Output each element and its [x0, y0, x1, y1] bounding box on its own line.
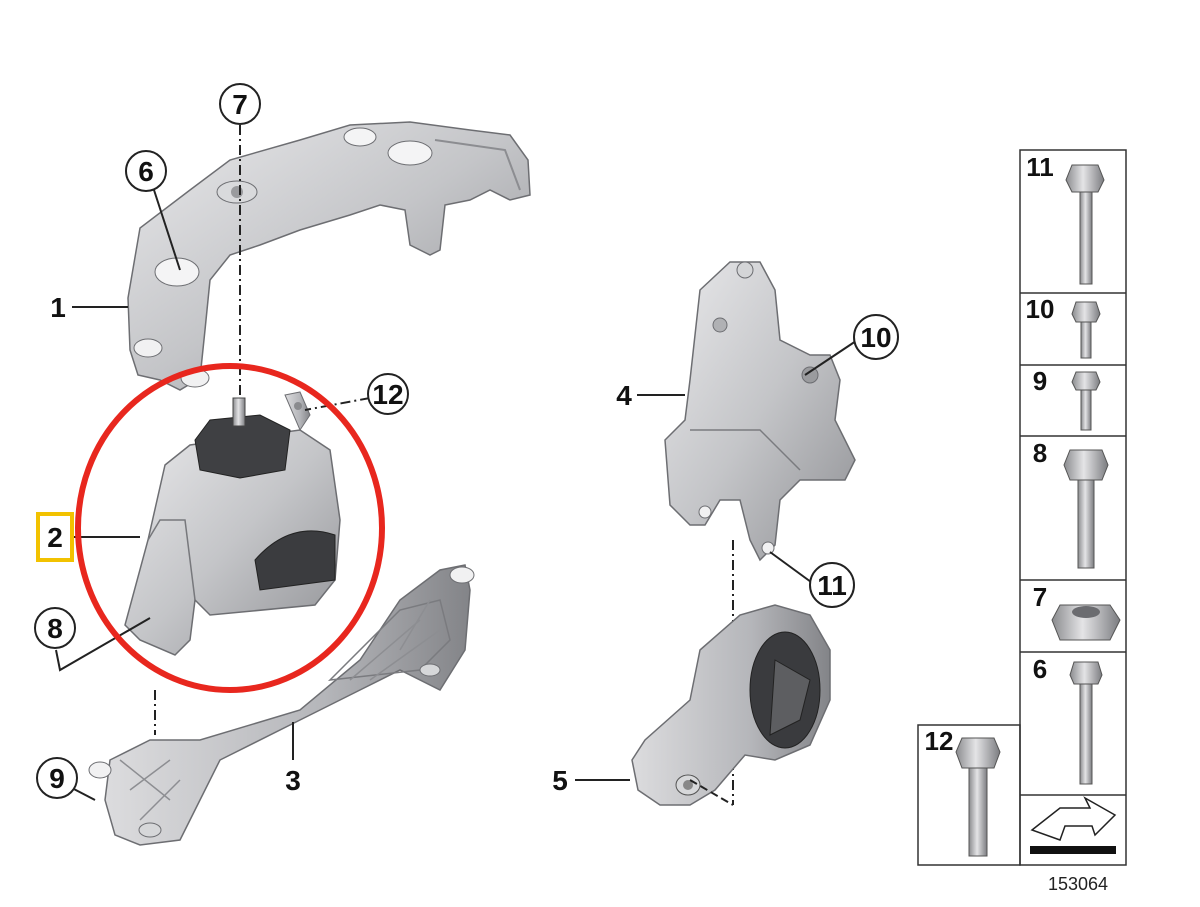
label-3: 3	[285, 765, 301, 796]
callout-11: 11	[809, 562, 855, 608]
bolt-12-icon	[955, 737, 1001, 857]
table-label-10: 10	[1026, 294, 1055, 324]
bolt-6-icon	[1069, 661, 1103, 785]
table-label-8: 8	[1033, 438, 1047, 468]
table-label-6: 6	[1033, 654, 1047, 684]
highlight-box-2	[36, 512, 74, 562]
arrow-icon	[1030, 796, 1117, 854]
callout-6: 6	[125, 150, 167, 192]
label-5: 5	[552, 765, 568, 796]
table-label-11: 11	[1026, 152, 1054, 182]
diagram-number: 153064	[1048, 874, 1108, 894]
bolt-10-icon	[1071, 301, 1101, 359]
callout-7-label: 7	[232, 89, 248, 120]
callout-8: 8	[34, 607, 76, 649]
label-1: 1	[50, 292, 66, 323]
callout-10: 10	[853, 314, 899, 360]
table-label-12: 12	[925, 726, 954, 756]
callout-9: 9	[36, 757, 78, 799]
table-label-7: 7	[1033, 582, 1047, 612]
part-4-bracket	[664, 261, 856, 562]
label-2: 2	[47, 522, 63, 553]
callout-9-label: 9	[49, 763, 65, 794]
part-2-engine-mount	[124, 391, 341, 656]
callout-10-label: 10	[860, 322, 891, 353]
callout-12: 12	[367, 373, 409, 415]
nut-7-icon	[1051, 604, 1121, 641]
bolt-11-icon	[1065, 164, 1105, 285]
hardware-table	[917, 149, 1127, 866]
callout-11-label: 11	[817, 570, 847, 601]
callout-7: 7	[219, 83, 261, 125]
callout-8-label: 8	[47, 613, 63, 644]
part-5-torque-rod	[631, 604, 831, 806]
callout-6-label: 6	[138, 156, 154, 187]
label-4: 4	[616, 380, 632, 411]
highlight-circle	[75, 363, 385, 693]
part-3-crossmember	[88, 564, 475, 846]
part-1-upper-bracket	[127, 121, 531, 391]
bolt-8-icon	[1063, 449, 1109, 569]
bolt-9-icon	[1071, 371, 1101, 431]
callout-12-label: 12	[372, 379, 403, 410]
table-label-9: 9	[1033, 366, 1047, 396]
leader-lines	[55, 189, 863, 806]
